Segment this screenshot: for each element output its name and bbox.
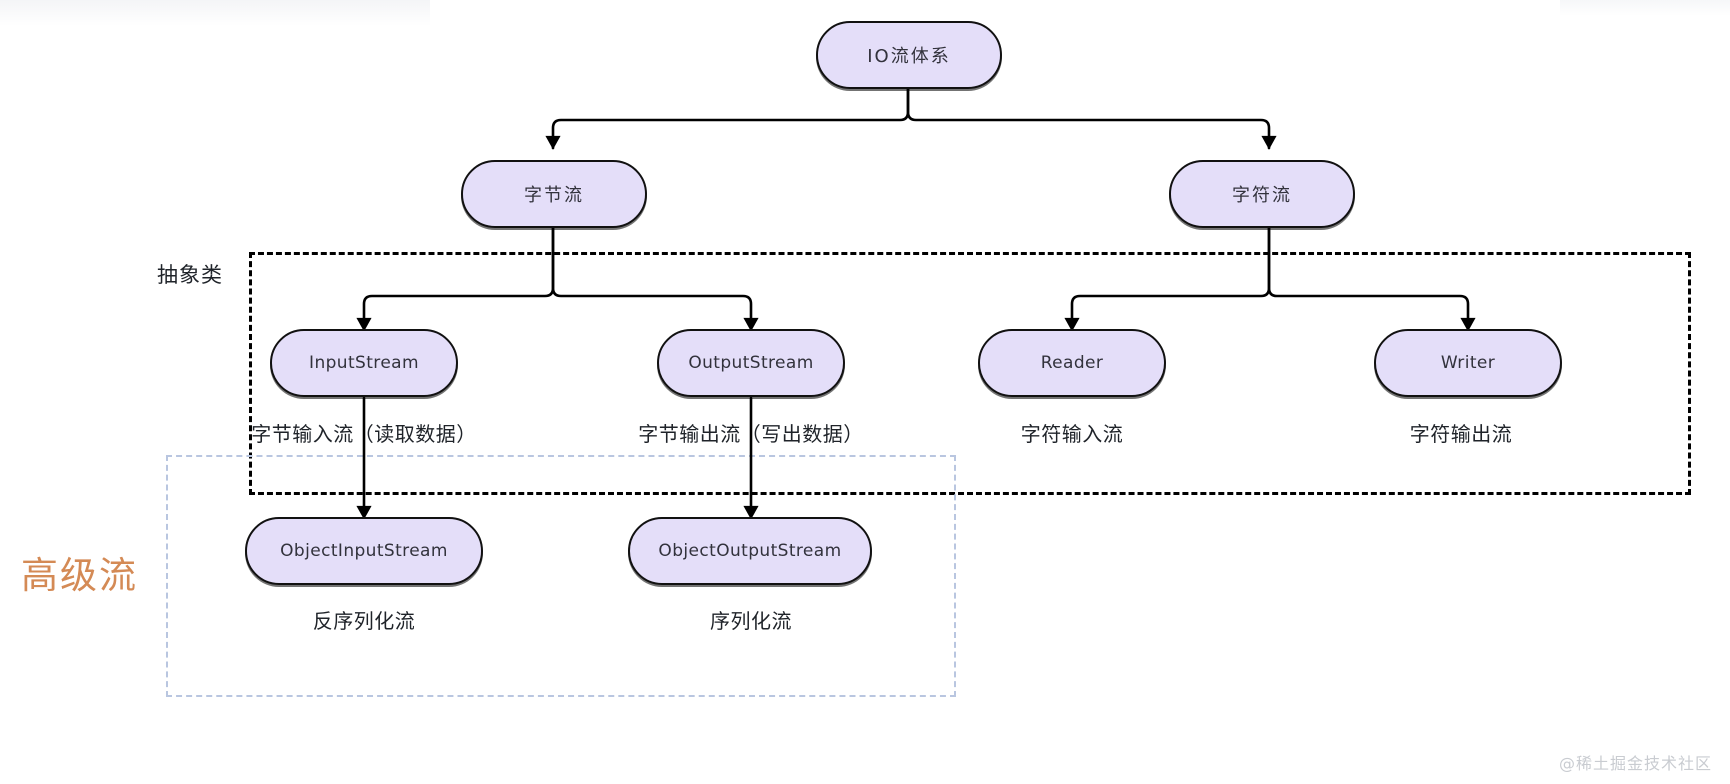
edge-root-to-byte-stream: [545, 87, 910, 150]
group-label-advanced-streams: 高级流: [21, 554, 138, 597]
caption-object-input-stream: 反序列化流: [312, 609, 416, 633]
edge-char-stream-to-reader: [1064, 226, 1271, 332]
node-io-stream-system[interactable]: IO流体系: [816, 21, 1002, 89]
node-object-output-stream[interactable]: ObjectOutputStream: [628, 517, 872, 585]
node-input-stream[interactable]: InputStream: [270, 329, 458, 397]
edge-char-stream-to-writer: [1267, 226, 1476, 332]
node-writer[interactable]: Writer: [1374, 329, 1562, 397]
group-box-abstract-classes: [249, 252, 1691, 495]
caption-object-output-stream: 序列化流: [710, 609, 792, 633]
caption-input-stream: 字节输入流（读取数据）: [251, 422, 477, 446]
edge-byte-stream-to-output-stream: [551, 226, 759, 332]
node-char-stream[interactable]: 字符流: [1169, 160, 1355, 228]
watermark: @稀土掘金技术社区: [1558, 754, 1712, 773]
caption-output-stream: 字节输出流（写出数据）: [638, 422, 864, 446]
node-byte-stream[interactable]: 字节流: [461, 160, 647, 228]
node-object-input-stream[interactable]: ObjectInputStream: [245, 517, 483, 585]
node-reader[interactable]: Reader: [978, 329, 1166, 397]
edge-byte-stream-to-input-stream: [356, 226, 555, 332]
caption-reader: 字符输入流: [1020, 422, 1124, 446]
group-label-abstract-classes: 抽象类: [157, 263, 223, 287]
node-output-stream[interactable]: OutputStream: [657, 329, 845, 397]
edge-root-to-char-stream: [906, 87, 1277, 150]
caption-writer: 字符输出流: [1409, 422, 1513, 446]
group-box-advanced-streams: [166, 455, 956, 697]
